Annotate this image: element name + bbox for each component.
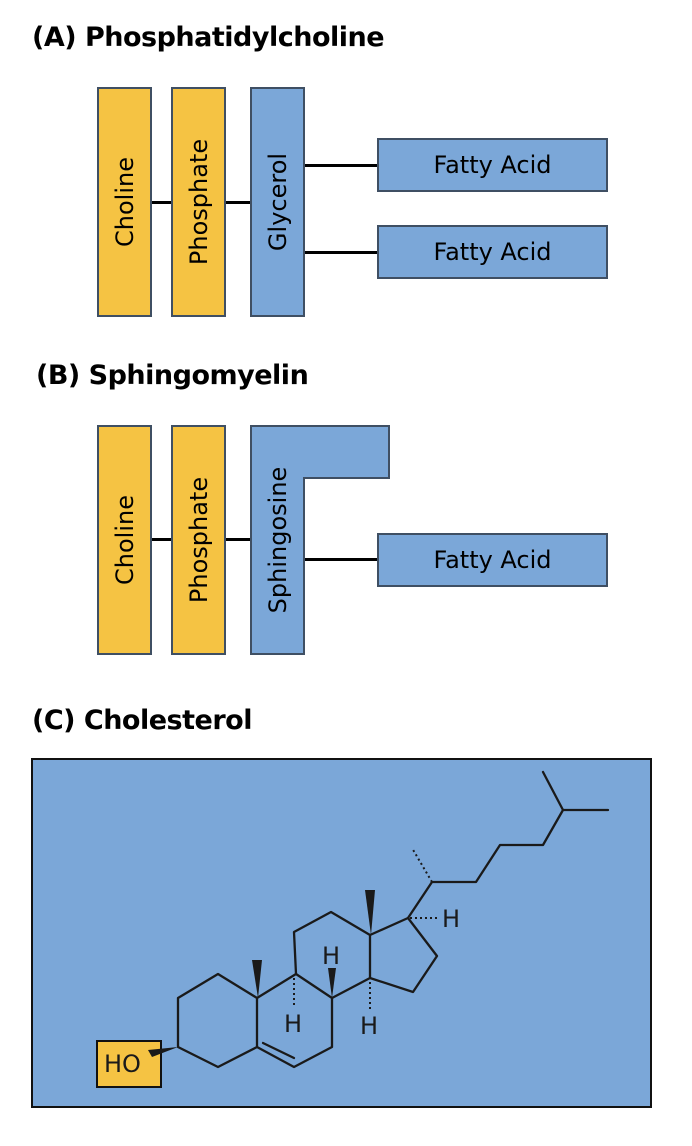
section-c-title: (C) Cholesterol <box>32 705 252 736</box>
choline-label-b: Choline <box>110 495 139 585</box>
phosphate-sphingosine-link <box>225 538 252 541</box>
choline-block-a: Choline <box>97 87 152 317</box>
fatty-acid-block-1-a: Fatty Acid <box>377 138 608 192</box>
glycerol-fatty-acid-1-link <box>304 164 379 167</box>
phosphate-block-b: Phosphate <box>171 425 226 655</box>
glycerol-fatty-acid-2-link <box>304 251 379 254</box>
phosphate-block-a: Phosphate <box>171 87 226 317</box>
fatty-acid-block-2-a: Fatty Acid <box>377 225 608 279</box>
fatty-acid-block-b: Fatty Acid <box>377 533 608 587</box>
h-label-c17: H <box>442 905 461 933</box>
ho-label: HO <box>104 1050 141 1078</box>
phosphate-label-b: Phosphate <box>184 476 213 604</box>
choline-phosphate-link-b <box>150 538 172 541</box>
phosphate-glycerol-link-a <box>225 201 252 204</box>
choline-phosphate-link-a <box>150 201 172 204</box>
phosphate-label-a: Phosphate <box>184 138 213 266</box>
fatty-acid-label-1-a: Fatty Acid <box>433 151 552 179</box>
h-label-c8: H <box>322 942 341 970</box>
choline-label-a: Choline <box>110 157 139 247</box>
sphingosine-label: Sphingosine <box>264 466 292 614</box>
section-b-title: (B) Sphingomyelin <box>36 360 309 391</box>
choline-block-b: Choline <box>97 425 152 655</box>
h-label-c9: H <box>284 1010 303 1038</box>
glycerol-label: Glycerol <box>263 152 292 252</box>
sphingosine-fatty-acid-link <box>304 558 379 561</box>
glycerol-block: Glycerol <box>250 87 305 317</box>
fatty-acid-label-b: Fatty Acid <box>433 546 552 574</box>
h-label-c14: H <box>360 1012 379 1040</box>
section-a-title: (A) Phosphatidylcholine <box>32 22 385 53</box>
fatty-acid-label-2-a: Fatty Acid <box>433 238 552 266</box>
